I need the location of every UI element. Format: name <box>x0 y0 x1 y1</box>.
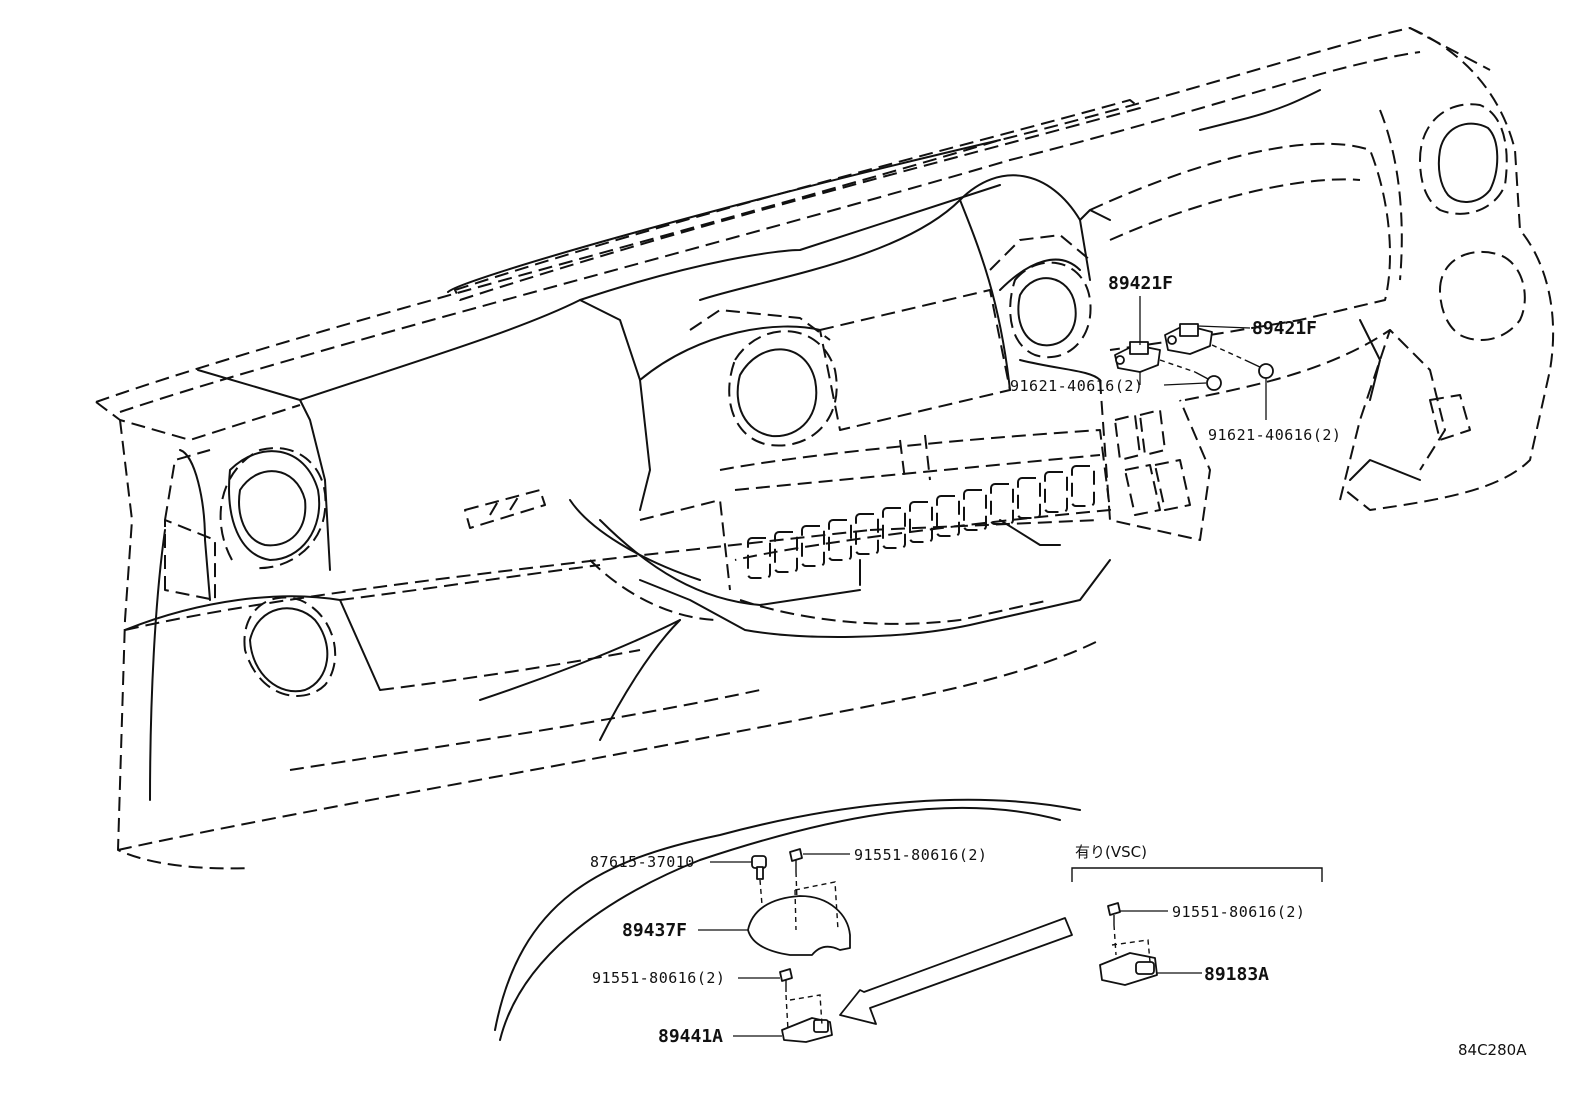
leader-lines <box>698 296 1267 1037</box>
label-sensor-lower: 89441A <box>658 1026 723 1047</box>
bolt-sensor-lower[interactable] <box>779 968 793 1031</box>
label-bolt-cover-top: 91551-80616(2) <box>854 846 987 864</box>
cover-89437f[interactable] <box>747 881 851 956</box>
bolt-vsc[interactable] <box>1107 902 1121 956</box>
label-89421f-left: 89421F <box>1108 273 1173 294</box>
instrument-panel-outline <box>95 27 1555 870</box>
label-variant-vsc: 有り(VSC) <box>1075 843 1147 861</box>
sensor-89421f-right[interactable] <box>1164 323 1213 355</box>
label-bolt-sensor-lower: 91551-80616(2) <box>592 969 725 987</box>
clip-87615-37010[interactable] <box>751 855 767 906</box>
sensor-89183a[interactable] <box>1099 939 1158 986</box>
bolt-upper-left[interactable] <box>1159 359 1222 391</box>
label-bolt-upper-left: 91621-40616(2) <box>1010 377 1143 395</box>
label-clip: 87615-37010 <box>590 853 695 871</box>
label-sensor-vsc: 89183A <box>1204 964 1269 985</box>
diagram-code: 84C280A <box>1458 1041 1527 1059</box>
bolt-upper-right[interactable] <box>1211 344 1274 379</box>
instrument-panel-detail-lines <box>124 89 1499 801</box>
sensor-89421f-left[interactable] <box>1114 341 1161 385</box>
label-bolt-upper-right: 91621-40616(2) <box>1208 426 1341 444</box>
sensor-89441a[interactable] <box>781 994 833 1043</box>
label-bolt-vsc: 91551-80616(2) <box>1172 903 1305 921</box>
floor-outline <box>494 798 1081 1041</box>
label-89421f-right: 89421F <box>1252 318 1317 339</box>
direction-arrow <box>839 917 1073 1025</box>
label-cover: 89437F <box>622 920 687 941</box>
vsc-bracket <box>1071 867 1323 882</box>
